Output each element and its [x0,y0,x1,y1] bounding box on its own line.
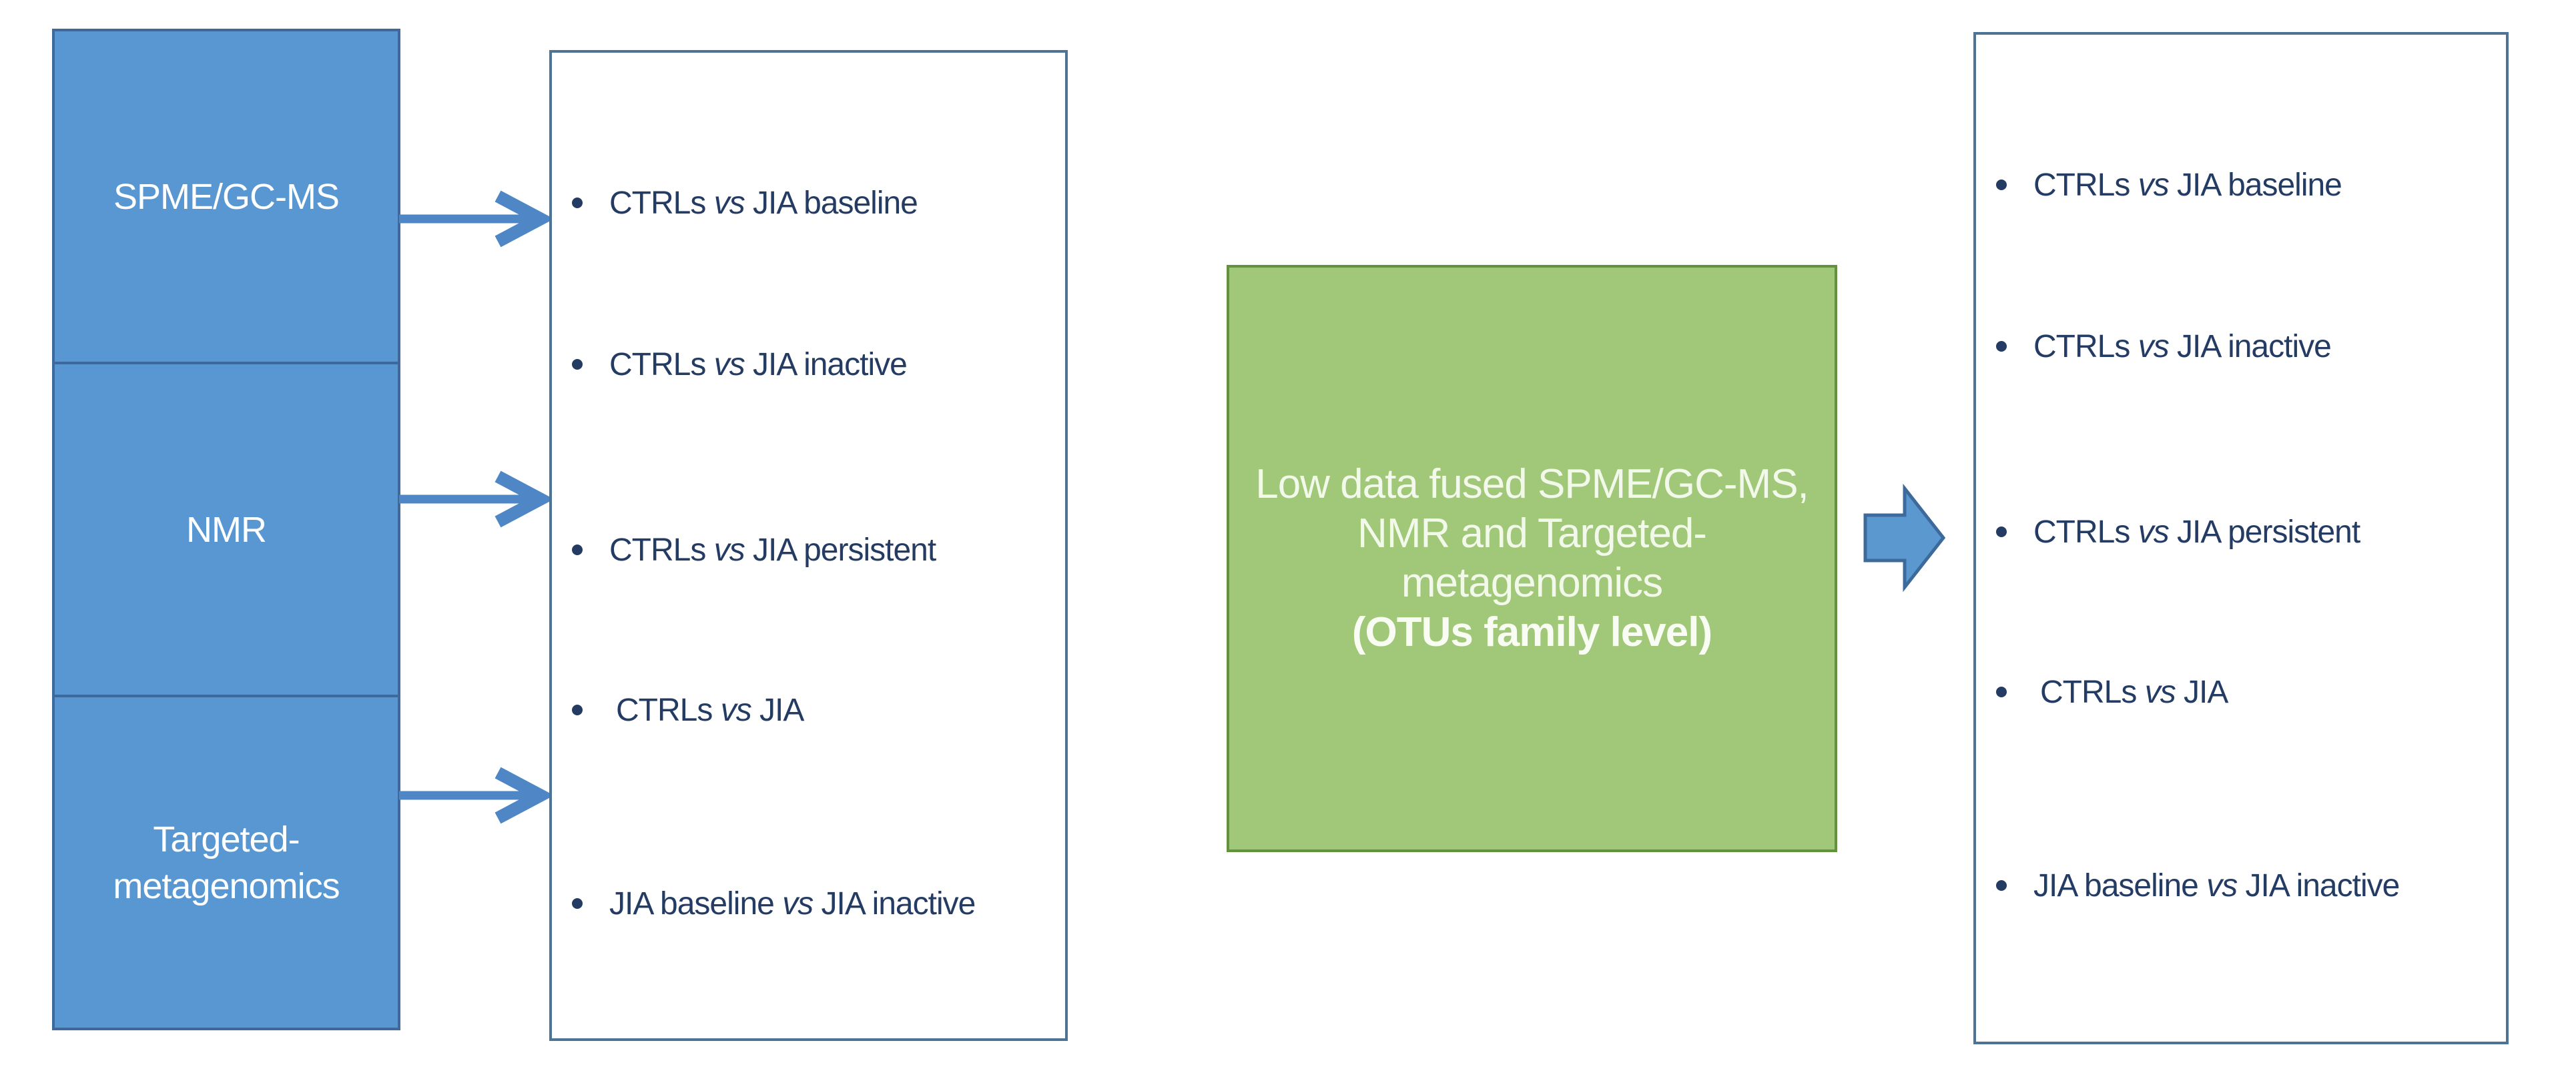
bullet-text: CTRLs vs JIA inactive [609,346,908,383]
bullet-text-post: JIA persistent [2168,514,2360,550]
bullet-text-vs: vs [713,346,745,382]
bullet-text-post: JIA [751,692,804,728]
bullet-text-pre: JIA baseline [609,885,783,922]
source-label-spme-gcms: SPME/GC-MS [113,176,340,217]
bullet-text-post: JIA baseline [2168,167,2342,203]
bullet-text-pre: JIA baseline [2033,867,2207,904]
fusion-line-bold: (OTUs family level) [1351,609,1712,655]
bullet-item: CTRLs vs JIA inactive [552,344,1065,384]
bullet-text: CTRLs vs JIA [609,692,804,729]
bullet-text-post: JIA [2175,674,2228,710]
source-label-nmr: NMR [186,509,267,550]
bullet-text-vs: vs [713,185,745,221]
bullet-item: CTRLs vs JIA baseline [1976,165,2506,205]
bullet-text-vs: vs [2138,167,2170,203]
bullet-text-vs: vs [2138,328,2170,364]
bullet-item: CTRLs vs JIA persistent [552,530,1065,570]
bullet-text-vs: vs [713,532,745,568]
bullet-icon [1996,341,2007,352]
bullet-item: JIA baseline vs JIA inactive [552,883,1065,924]
bullet-text-post: JIA inactive [813,885,976,922]
bullet-item: CTRLs vs JIA inactive [1976,326,2506,366]
bullet-icon [1996,180,2007,190]
fusion-text: Low data fused SPME/GC-MS, NMR and Targe… [1255,460,1809,657]
bullet-item: CTRLs vs JIA persistent [1976,512,2506,552]
fusion-line: metagenomics [1401,560,1663,606]
left-comparisons-panel: CTRLs vs JIA baseline CTRLs vs JIA inact… [549,50,1068,1041]
bullet-text: CTRLs vs JIA baseline [2033,167,2342,204]
bullet-text-post: JIA persistent [744,532,936,568]
bullet-text-vs: vs [2206,867,2238,904]
bullet-text: CTRLs vs JIA persistent [609,532,936,569]
bullet-icon [1996,687,2007,697]
bullet-icon [1996,880,2007,891]
fusion-line: NMR and Targeted- [1357,510,1707,557]
bullet-text-pre: CTRLs [2040,674,2145,710]
bullet-item: CTRLs vs JIA [1976,672,2506,712]
right-comparisons-panel: CTRLs vs JIA baseline CTRLs vs JIA inact… [1973,32,2509,1044]
bullet-text-pre: CTRLs [2033,328,2138,364]
bullet-text: JIA baseline vs JIA inactive [2033,867,2400,904]
bullet-text-pre: CTRLs [2033,514,2138,550]
bullet-text-pre: CTRLs [609,346,714,382]
fusion-arrow-icon [1863,483,1946,593]
bullet-text-vs: vs [720,692,752,728]
flow-arrow-icon [399,470,549,528]
bullet-text: CTRLs vs JIA inactive [2033,328,2332,365]
bullet-icon [572,705,583,715]
bullet-item: CTRLs vs JIA [552,690,1065,730]
bullet-text-pre: CTRLs [609,185,714,221]
flow-arrow-icon [399,767,549,824]
bullet-text-vs: vs [782,885,814,922]
bullet-text-post: JIA baseline [744,185,918,221]
bullet-text-pre: CTRLs [2033,167,2138,203]
source-box-targeted-metagenomics: Targeted- metagenomics [52,695,400,1030]
fusion-box: Low data fused SPME/GC-MS, NMR and Targe… [1227,265,1837,852]
source-box-nmr: NMR [52,362,400,697]
bullet-text: JIA baseline vs JIA inactive [609,885,976,922]
bullet-text: CTRLs vs JIA [2033,674,2228,711]
bullet-icon [572,545,583,555]
bullet-icon [1996,526,2007,537]
source-methods-column: SPME/GC-MS NMR Targeted- metagenomics [52,29,400,1030]
bullet-icon [572,898,583,909]
source-box-spme-gcms: SPME/GC-MS [52,29,400,364]
bullet-text-post: JIA inactive [2168,328,2332,364]
bullet-item: CTRLs vs JIA baseline [552,183,1065,223]
bullet-icon [572,198,583,208]
bullet-text-post: JIA inactive [744,346,908,382]
bullet-text-pre: CTRLs [616,692,721,728]
bullet-text: CTRLs vs JIA persistent [2033,514,2360,551]
bullet-text: CTRLs vs JIA baseline [609,185,918,222]
bullet-item: JIA baseline vs JIA inactive [1976,865,2506,906]
fusion-line: Low data fused SPME/GC-MS, [1255,461,1809,507]
bullet-text-pre: CTRLs [609,532,714,568]
bullet-icon [572,359,583,370]
bullet-text-vs: vs [2138,514,2170,550]
bullet-text-post: JIA inactive [2237,867,2400,904]
bullet-text-vs: vs [2144,674,2176,710]
source-label-targeted-metagenomics: Targeted- metagenomics [113,819,340,906]
flow-arrow-icon [399,190,549,248]
